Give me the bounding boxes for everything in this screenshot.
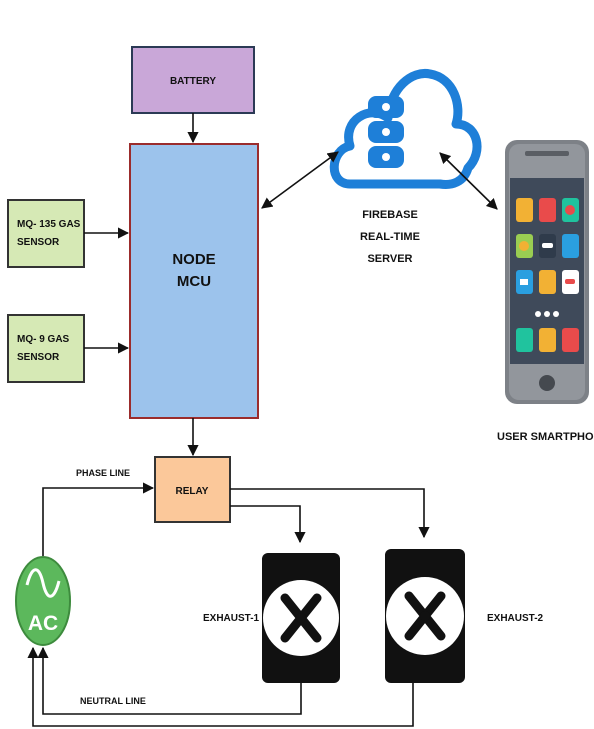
- ac-source: AC: [15, 556, 71, 646]
- mq9-label-line2: SENSOR: [17, 352, 60, 363]
- phase-line-label: PHASE LINE: [76, 468, 130, 478]
- node-mcu-block: NODE MCU: [129, 143, 259, 419]
- smartphone-label: USER SMARTPHONE: [497, 431, 594, 443]
- exhaust-2-fan-icon: [385, 549, 465, 683]
- sine-wave-icon: [25, 568, 61, 598]
- phase-line-wire: [42, 482, 155, 556]
- server-phone-link-arrow: [439, 152, 498, 210]
- mq135-label-line1: MQ- 135 GAS: [17, 219, 81, 230]
- relay-to-exhaust-2-wire: [230, 488, 430, 539]
- battery-block: BATTERY: [131, 46, 255, 114]
- smartphone-icon: [505, 140, 589, 404]
- mcu-server-link-arrow: [261, 151, 339, 209]
- relay-to-exhaust-1-wire: [230, 505, 306, 544]
- relay-label: RELAY: [176, 486, 209, 497]
- neutral-line-exhaust-2-wire: [27, 646, 414, 727]
- mq9-sensor-block: MQ- 9 GAS SENSOR: [7, 314, 85, 383]
- mq135-sensor-block: MQ- 135 GAS SENSOR: [7, 199, 85, 268]
- mq135-label-line2: SENSOR: [17, 237, 60, 248]
- relay-block: RELAY: [154, 456, 231, 523]
- mcu-label-line2: MCU: [177, 273, 211, 290]
- mcu-label-line1: NODE: [172, 251, 215, 268]
- neutral-line-exhaust-1-wire: [37, 646, 302, 715]
- exhaust-1-fan-icon: [262, 553, 340, 683]
- server-label-line1: FIREBASE: [362, 209, 418, 221]
- server-label-line2: REAL-TIME: [360, 231, 420, 243]
- exhaust-1-label: EXHAUST-1: [203, 613, 260, 624]
- neutral-line-label: NEUTRAL LINE: [80, 696, 146, 706]
- mq9-label-line1: MQ- 9 GAS: [17, 334, 70, 345]
- ac-label: AC: [28, 612, 58, 635]
- battery-label: BATTERY: [170, 76, 216, 87]
- exhaust-2-label: EXHAUST-2: [487, 613, 544, 624]
- server-label-line3: SERVER: [367, 253, 412, 265]
